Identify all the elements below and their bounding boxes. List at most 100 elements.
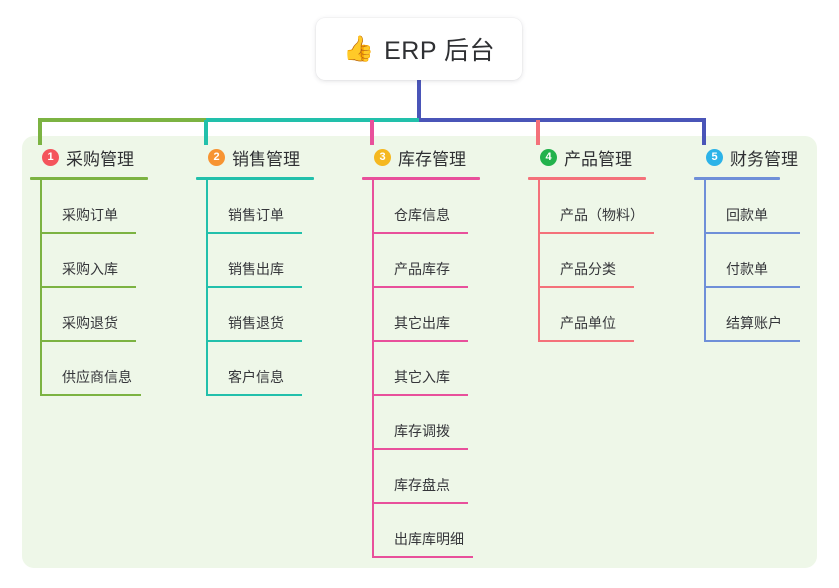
leaf-node-label: 产品单位	[560, 315, 616, 331]
column-branch-4: 产品（物料） 产品分类产品单位	[538, 180, 680, 342]
leaf-node-label: 销售订单	[228, 207, 284, 223]
column-head-rule-2	[196, 177, 314, 180]
leaf-node-rule	[372, 340, 468, 342]
leaf-node[interactable]: 采购订单	[40, 180, 182, 234]
column-1: 1 采购管理采购订单采购入库采购退货供应商信息	[30, 144, 182, 396]
column-badge-1: 1	[42, 148, 59, 166]
column-title-1: 采购管理	[66, 149, 134, 169]
column-4: 4 产品管理产品（物料） 产品分类产品单位	[528, 144, 680, 342]
root-node[interactable]: 👍 ERP 后台	[316, 18, 522, 80]
column-header-5[interactable]: 5 财务管理	[694, 144, 814, 170]
leaf-node-rule	[40, 394, 141, 396]
leaf-node-label: 其它入库	[394, 369, 450, 385]
leaf-node[interactable]: 仓库信息	[372, 180, 514, 234]
column-head-rule-5	[694, 177, 780, 180]
leaf-node-rule	[372, 286, 468, 288]
leaf-node-rule	[704, 232, 800, 234]
leaf-node-label: 采购订单	[62, 207, 118, 223]
leaf-node-label: 仓库信息	[394, 207, 450, 223]
leaf-node-label: 库存盘点	[394, 477, 450, 493]
leaf-node-label: 采购入库	[62, 261, 118, 277]
leaf-node-rule	[538, 286, 634, 288]
leaf-node[interactable]: 产品库存	[372, 234, 514, 288]
leaf-node-rule	[372, 502, 468, 504]
column-spine-4	[538, 180, 540, 342]
leaf-node-rule	[206, 394, 302, 396]
leaf-node-rule	[372, 448, 468, 450]
column-branch-5: 回款单付款单结算账户	[704, 180, 814, 342]
leaf-node-label: 其它出库	[394, 315, 450, 331]
leaf-node-label: 供应商信息	[62, 369, 132, 385]
leaf-node[interactable]: 销售退货	[206, 288, 348, 342]
column-branch-2: 销售订单销售出库销售退货客户信息	[206, 180, 348, 396]
column-badge-5: 5	[706, 148, 723, 166]
column-header-2[interactable]: 2 销售管理	[196, 144, 348, 170]
leaf-node-rule	[704, 340, 800, 342]
root-node-label: ERP 后台	[384, 37, 496, 65]
column-title-5: 财务管理	[730, 149, 798, 169]
leaf-node-label: 付款单	[726, 261, 768, 277]
leaf-node-rule	[372, 232, 468, 234]
leaf-node[interactable]: 付款单	[704, 234, 814, 288]
leaf-node-rule	[206, 340, 302, 342]
column-spine-5	[704, 180, 706, 342]
column-branch-3: 仓库信息产品库存其它出库其它入库库存调拨库存盘点出库库明细	[372, 180, 514, 558]
leaf-node-label: 销售出库	[228, 261, 284, 277]
column-header-4[interactable]: 4 产品管理	[528, 144, 680, 170]
leaf-node[interactable]: 其它出库	[372, 288, 514, 342]
column-head-rule-1	[30, 177, 148, 180]
leaf-node-rule	[206, 286, 302, 288]
column-spine-3	[372, 180, 374, 558]
leaf-node-label: 销售退货	[228, 315, 284, 331]
leaf-node[interactable]: 回款单	[704, 180, 814, 234]
leaf-node-label: 客户信息	[228, 369, 284, 385]
leaf-node[interactable]: 产品分类	[538, 234, 680, 288]
leaf-node-label: 采购退货	[62, 315, 118, 331]
column-title-2: 销售管理	[232, 149, 300, 169]
leaf-node[interactable]: 采购退货	[40, 288, 182, 342]
column-badge-2: 2	[208, 148, 225, 166]
leaf-node[interactable]: 结算账户	[704, 288, 814, 342]
leaf-node[interactable]: 产品单位	[538, 288, 680, 342]
leaf-node-rule	[538, 232, 654, 234]
leaf-node-label: 库存调拨	[394, 423, 450, 439]
leaf-node-label: 产品分类	[560, 261, 616, 277]
leaf-node[interactable]: 库存调拨	[372, 396, 514, 450]
column-2: 2 销售管理销售订单销售出库销售退货客户信息	[196, 144, 348, 396]
leaf-node-rule	[538, 340, 634, 342]
leaf-node[interactable]: 其它入库	[372, 342, 514, 396]
column-header-1[interactable]: 1 采购管理	[30, 144, 182, 170]
leaf-node-label: 回款单	[726, 207, 768, 223]
column-head-rule-4	[528, 177, 646, 180]
leaf-node[interactable]: 采购入库	[40, 234, 182, 288]
leaf-node[interactable]: 供应商信息	[40, 342, 182, 396]
leaf-node-rule	[40, 286, 136, 288]
leaf-node-rule	[372, 556, 473, 558]
column-title-4: 产品管理	[564, 149, 632, 169]
leaf-node-label: 出库库明细	[394, 531, 464, 547]
column-spine-2	[206, 180, 208, 396]
leaf-node-rule	[206, 232, 302, 234]
leaf-node-label: 产品库存	[394, 261, 450, 277]
column-badge-3: 3	[374, 148, 391, 166]
leaf-node[interactable]: 销售出库	[206, 234, 348, 288]
leaf-node[interactable]: 库存盘点	[372, 450, 514, 504]
leaf-node[interactable]: 销售订单	[206, 180, 348, 234]
leaf-node-rule	[372, 394, 468, 396]
column-spine-1	[40, 180, 42, 396]
leaf-node-rule	[40, 232, 136, 234]
diagram-canvas-panel	[22, 136, 817, 568]
leaf-node-label: 结算账户	[726, 315, 782, 331]
column-branch-1: 采购订单采购入库采购退货供应商信息	[40, 180, 182, 396]
column-head-rule-3	[362, 177, 480, 180]
leaf-node[interactable]: 产品（物料）	[538, 180, 680, 234]
column-badge-4: 4	[540, 148, 557, 166]
column-title-3: 库存管理	[398, 149, 466, 169]
leaf-node[interactable]: 客户信息	[206, 342, 348, 396]
column-header-3[interactable]: 3 库存管理	[362, 144, 514, 170]
leaf-node[interactable]: 出库库明细	[372, 504, 514, 558]
leaf-node-rule	[40, 340, 136, 342]
leaf-node-rule	[704, 286, 800, 288]
column-3: 3 库存管理仓库信息产品库存其它出库其它入库库存调拨库存盘点出库库明细	[362, 144, 514, 558]
